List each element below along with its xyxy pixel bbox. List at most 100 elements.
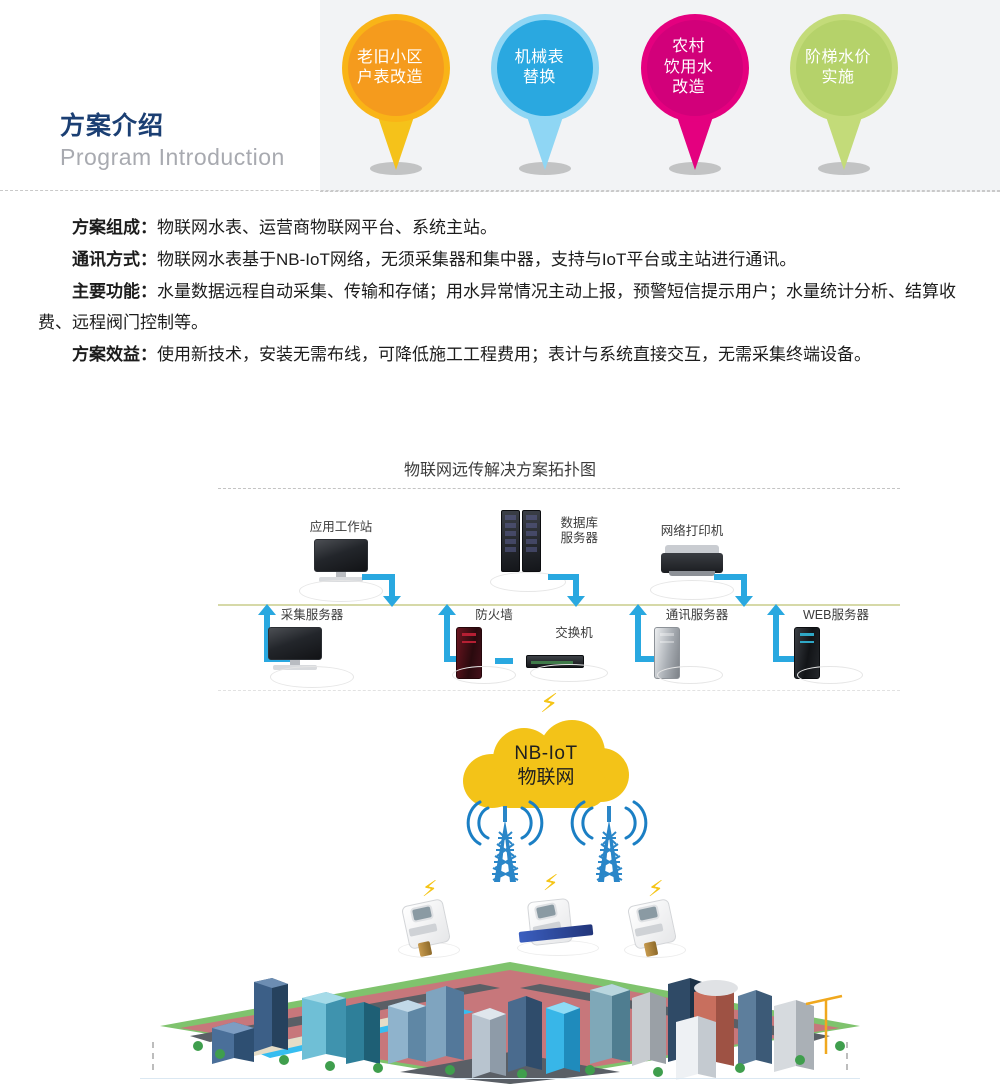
network-backbone-line: [218, 604, 900, 606]
link-firewall-switch: [495, 658, 513, 664]
node-base-ellipse: [490, 572, 566, 592]
pin-inner-circle: [497, 20, 594, 116]
bottom-rule: [140, 1078, 860, 1079]
pin-label-line2: 饮用水: [663, 58, 714, 76]
pin-marker-1[interactable]: 老旧小区 户表改造: [336, 14, 456, 184]
arrow-head-up: [767, 604, 785, 615]
node-firewall[interactable]: 防火墙: [440, 608, 532, 684]
node-base-ellipse: [657, 666, 724, 684]
monitor-icon: [268, 627, 322, 670]
nbiot-cloud[interactable]: NB-IoT 物联网: [463, 720, 629, 808]
cell-tower-icon-right: [562, 794, 648, 882]
topology-diagram: 物联网远传解决方案拓扑图 应用工作站 数据库 服务器 网络打印机: [0, 442, 1000, 1084]
arrow-elbow-database: [548, 574, 579, 580]
node-label: 采集服务器: [280, 608, 344, 622]
arrow-head-down: [735, 596, 753, 607]
node-label: 应用工作站: [309, 520, 373, 534]
pin-inner-circle: [646, 20, 743, 116]
arrow-elbow-web-server: [773, 656, 801, 662]
node-label-2: 服务器: [560, 531, 598, 545]
pin-label-line1: 阶梯水价: [804, 48, 871, 66]
pin-label-line3: 改造: [672, 79, 706, 97]
smart-water-meter-icon-3: [623, 898, 687, 958]
paragraph-2: 通讯方式：物联网水表基于NB-IoT网络，无须采集器和集中器，支持与IoT平台或…: [38, 244, 963, 275]
node-switch[interactable]: 交换机: [512, 626, 622, 682]
diagram-title: 物联网远传解决方案拓扑图: [403, 462, 596, 479]
pin-inner-circle: [348, 20, 444, 116]
pin-marker-2[interactable]: 机械表 替换: [485, 14, 605, 184]
pin-label-1: 老旧小区 户表改造: [336, 14, 444, 122]
arrow-up-web-server: [773, 614, 779, 662]
cell-tower-icon-left: [458, 794, 544, 882]
pin-label-line2: 替换: [522, 69, 556, 86]
node-collector-server[interactable]: 采集服务器: [246, 608, 356, 688]
pin-marker-3[interactable]: 农村 饮用水 改造: [635, 14, 755, 184]
arrow-elbow-comm-server: [635, 656, 663, 662]
node-label: 交换机: [555, 626, 593, 640]
node-label: 通讯服务器: [665, 608, 729, 622]
paragraph-2-label: 通讯方式：: [72, 250, 157, 269]
node-base-ellipse: [299, 580, 383, 602]
lightning-bolt-icon: ⚡: [540, 688, 559, 718]
arrow-down-workstation: [389, 574, 395, 598]
node-application-workstation[interactable]: 应用工作站: [296, 520, 386, 602]
cloud-label: NB-IoT 物联网: [463, 742, 629, 790]
pin-marker-4[interactable]: 阶梯水价 实施: [784, 14, 904, 184]
lightning-bolt-icon: ⚡: [422, 876, 438, 901]
paragraph-4: 方案效益：使用新技术，安装无需布线，可降低施工工程费用；表计与系统直接交互，无需…: [38, 339, 963, 370]
node-base-ellipse: [797, 666, 864, 684]
lightning-bolt-icon: ⚡: [648, 876, 664, 901]
arrow-down-database: [573, 574, 579, 598]
page-title-cn: 方案介绍: [60, 112, 165, 140]
page-title-en: Program Introduction: [60, 143, 285, 170]
diagram-top-divider: [218, 488, 900, 489]
pin-label-line2: 实施: [821, 69, 855, 86]
paragraph-4-label: 方案效益：: [72, 345, 157, 364]
cloud-label-line1: NB-IoT: [514, 743, 578, 764]
pin-label-line1: 农村: [672, 38, 706, 56]
node-label: 数据库: [560, 516, 598, 530]
arrow-elbow-workstation: [362, 574, 395, 580]
monitor-icon: [314, 539, 368, 582]
arrow-head-up: [629, 604, 647, 615]
paragraph-1-text: 物联网水表、运营商物联网平台、系统主站。: [157, 218, 497, 237]
paragraph-1: 方案组成：物联网水表、运营商物联网平台、系统主站。: [38, 212, 963, 243]
paragraph-4-text: 使用新技术，安装无需布线，可降低施工工程费用；表计与系统直接交互，无需采集终端设…: [157, 345, 871, 364]
arrow-up-firewall: [444, 614, 450, 662]
pin-head-icon: [789, 14, 898, 122]
pin-label-line1: 老旧小区: [356, 48, 423, 66]
node-base-ellipse: [530, 664, 609, 682]
node-label: 防火墙: [475, 608, 513, 622]
page-title: 方案介绍 Program Introduction: [60, 112, 360, 172]
body-copy: 方案组成：物联网水表、运营商物联网平台、系统主站。 通讯方式：物联网水表基于NB…: [38, 212, 963, 371]
arrow-head-down: [567, 596, 585, 607]
arrow-elbow-printer: [714, 574, 747, 580]
arrow-head-up: [258, 604, 276, 615]
arrow-down-printer: [741, 574, 747, 598]
arrow-head-up: [438, 604, 456, 615]
arrow-head-down: [383, 596, 401, 607]
diagram-bottom-divider: [218, 690, 900, 691]
lightning-bolt-icon: ⚡: [543, 870, 559, 895]
pin-label-line1: 机械表: [514, 48, 565, 66]
pin-marker-group: 老旧小区 户表改造 机械表 替换 农村 饮用水 改造 阶梯: [336, 14, 904, 184]
pin-label-2: 机械表 替换: [485, 14, 593, 122]
database-rack-icon: [500, 510, 541, 572]
paragraph-3: 主要功能：水量数据远程自动采集、传输和存储；用水异常情况主动上报，预警短信提示用…: [38, 276, 963, 338]
node-network-printer[interactable]: 网络打印机: [640, 524, 744, 600]
paragraph-2-text: 物联网水表基于NB-IoT网络，无须采集器和集中器，支持与IoT平台或主站进行通…: [157, 250, 797, 269]
node-communication-server[interactable]: 通讯服务器: [632, 608, 740, 684]
paragraph-1-label: 方案组成：: [72, 218, 157, 237]
cloud-label-line2: 物联网: [517, 766, 575, 788]
paragraph-3-label: 主要功能：: [72, 282, 157, 301]
arrow-up-comm-server: [635, 614, 641, 662]
node-web-server[interactable]: WEB服务器: [770, 608, 878, 684]
pin-label-3: 农村 饮用水 改造: [635, 14, 743, 122]
pin-label-line2: 户表改造: [356, 69, 423, 86]
pin-head-icon: [342, 14, 450, 122]
pin-head-icon: [491, 14, 600, 122]
arrow-up-collector: [264, 614, 270, 662]
node-database-server[interactable]: 数据库 服务器: [488, 510, 598, 592]
node-label: WEB服务器: [803, 608, 869, 622]
node-base-ellipse: [452, 666, 517, 684]
